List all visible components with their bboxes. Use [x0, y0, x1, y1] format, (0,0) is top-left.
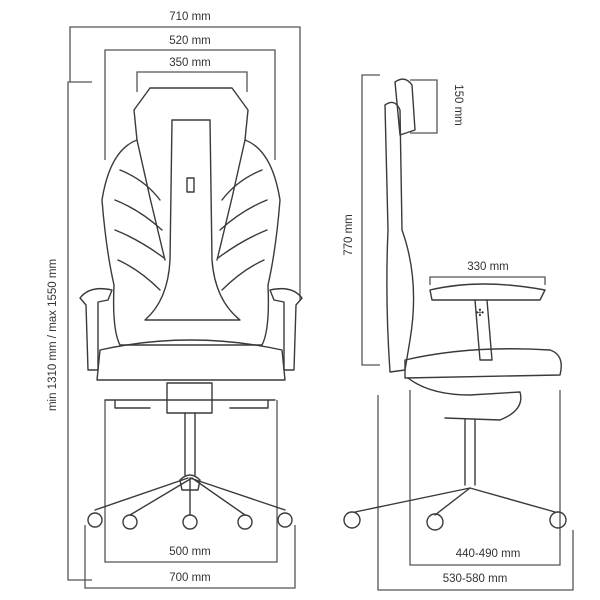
label-armrest-length: 330 mm	[467, 261, 509, 273]
dimension-overall-width: 710 mm	[69, 11, 301, 300]
label-overall-width: 710 mm	[169, 11, 211, 23]
label-base-depth: 530-580 mm	[443, 573, 508, 585]
dimension-backrest-width: 520 mm	[104, 35, 276, 160]
dimension-headrest-height: 150 mm	[410, 79, 464, 134]
label-seat-base-width: 500 mm	[169, 546, 211, 558]
label-height-range: min 1310 mm / max 1550 mm	[47, 259, 59, 411]
dimension-backrest-height: 770 mm	[343, 74, 380, 366]
chair-side-drawing: ✣	[343, 78, 567, 531]
armrest-adjust-icon: ✣	[476, 308, 484, 319]
caster-wheels	[87, 512, 293, 530]
dimension-seat-base-width: 500 mm	[104, 400, 278, 563]
dimension-seat-depth: 440-490 mm	[409, 390, 561, 566]
chair-front-drawing	[79, 87, 303, 530]
dimension-height-range: min 1310 mm / max 1550 mm	[47, 81, 92, 581]
label-backrest-width: 520 mm	[169, 35, 211, 47]
dimension-base-width: 700 mm	[84, 525, 296, 589]
label-seat-depth: 440-490 mm	[456, 548, 521, 560]
dimension-armrest-length: 330 mm	[429, 261, 546, 285]
label-headrest-width: 350 mm	[169, 57, 211, 69]
label-backrest-height: 770 mm	[343, 214, 355, 256]
side-caster-wheels	[343, 511, 567, 531]
label-base-width: 700 mm	[169, 572, 211, 584]
label-headrest-height: 150 mm	[452, 84, 464, 126]
dimension-headrest-width: 350 mm	[136, 57, 248, 92]
dimension-base-depth: 530-580 mm	[377, 395, 574, 591]
